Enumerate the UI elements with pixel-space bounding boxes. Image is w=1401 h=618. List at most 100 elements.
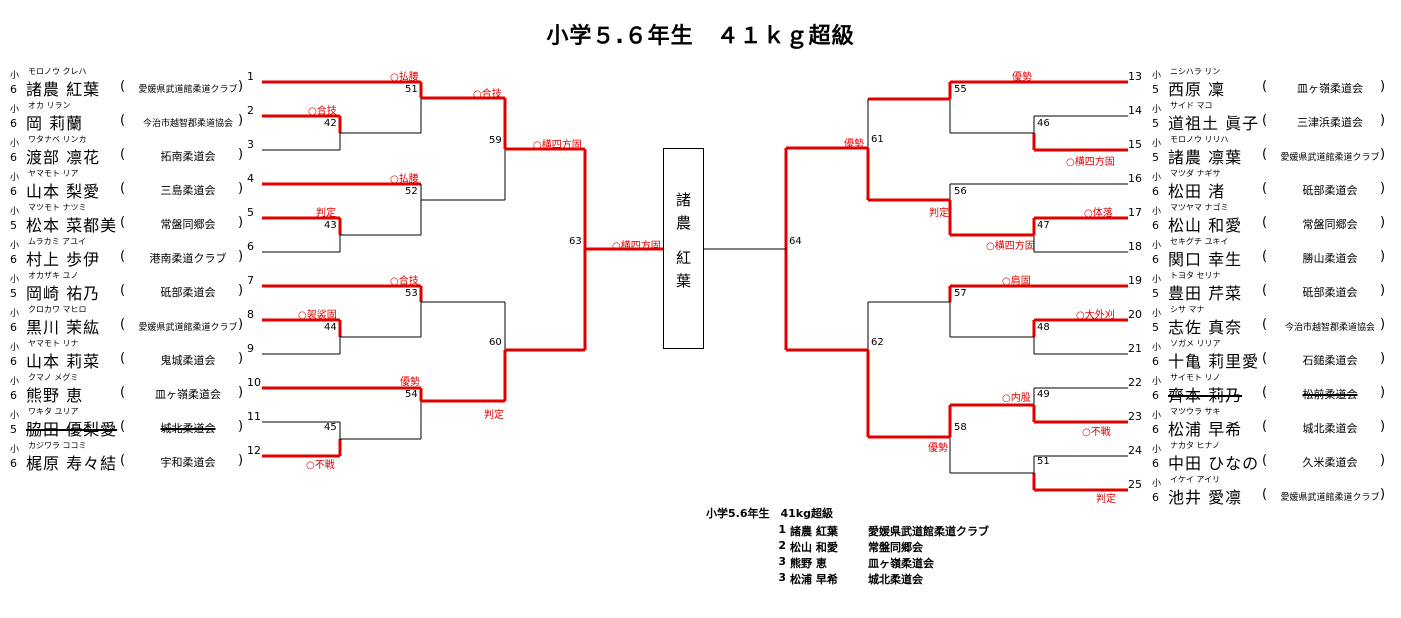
player-club: 石鎚柔道会 <box>1302 354 1358 367</box>
win-method-label: 判定 <box>1096 494 1116 505</box>
paren-open: ( <box>1262 419 1268 434</box>
school-level: 小 <box>1152 241 1162 251</box>
paren-close: ) <box>1380 317 1386 332</box>
match-number: 62 <box>871 337 884 348</box>
champion-char: 葉 <box>675 272 691 290</box>
player-club: 砥部柔道会 <box>1302 184 1358 197</box>
match-number: 64 <box>789 236 802 247</box>
player-kana: モロノウ リリハ <box>1170 135 1229 144</box>
win-method-label: ○合技 <box>390 276 419 287</box>
player-kana: ナカタ ヒナノ <box>1170 441 1221 450</box>
win-method-label: 判定 <box>929 208 949 219</box>
match-number: 60 <box>489 337 502 348</box>
player-club: 愛媛県武道館柔道クラブ <box>138 323 238 333</box>
seed-number: 4 <box>247 172 254 185</box>
player-name: 諸農 紅葉 <box>26 80 101 99</box>
paren-close: ) <box>238 113 244 128</box>
player-club: 砥部柔道会 <box>160 286 216 299</box>
paren-close: ) <box>1380 215 1386 230</box>
seed-number: 7 <box>247 274 254 287</box>
seed-number: 17 <box>1128 206 1142 219</box>
player-name: 松田 渚 <box>1168 182 1226 201</box>
result-name: 松浦 早希 <box>790 573 838 586</box>
player-name: 松本 菜都美 <box>26 216 118 235</box>
match-number: 47 <box>1037 220 1050 231</box>
player-name: 村上 歩伊 <box>26 250 101 269</box>
champion-box: 諸 農 紅 葉 <box>663 148 704 349</box>
seed-number: 19 <box>1128 274 1142 287</box>
player-club: 砥部柔道会 <box>1302 286 1358 299</box>
seed-number: 8 <box>247 308 254 321</box>
player-club: 三津浜柔道会 <box>1297 116 1363 129</box>
player-grade: 6 <box>10 83 17 96</box>
win-method-label: 判定 <box>316 208 336 219</box>
player-grade: 6 <box>10 185 17 198</box>
paren-close: ) <box>238 79 244 94</box>
win-method-label: ○横四方固 <box>533 140 582 151</box>
school-level: 小 <box>1152 343 1162 353</box>
match-number: 53 <box>405 288 418 299</box>
paren-open: ( <box>120 181 126 196</box>
champion-char: 紅 <box>675 249 691 267</box>
player-kana: カジワラ ココミ <box>28 441 87 450</box>
paren-open: ( <box>120 351 126 366</box>
player-name: 山本 梨愛 <box>26 182 101 201</box>
player-name: 松浦 早希 <box>1168 420 1243 439</box>
seed-number: 23 <box>1128 410 1142 423</box>
player-club: 城北柔道会 <box>1302 422 1358 435</box>
player-club: 常盤同郷会 <box>160 218 216 231</box>
paren-close: ) <box>238 249 244 264</box>
player-grade: 6 <box>1152 253 1159 266</box>
player-grade: 6 <box>1152 355 1159 368</box>
seed-number: 9 <box>247 342 254 355</box>
player-kana: オカザキ ユノ <box>28 271 79 280</box>
paren-open: ( <box>120 79 126 94</box>
player-kana: マツモト ナツミ <box>28 203 87 212</box>
player-kana: モロノウ クレハ <box>28 67 87 76</box>
school-level: 小 <box>10 173 20 183</box>
win-method-label: ○内股 <box>1002 393 1031 404</box>
match-number: 54 <box>405 389 418 400</box>
paren-close: ) <box>238 215 244 230</box>
paren-open: ( <box>120 113 126 128</box>
player-grade: 6 <box>1152 185 1159 198</box>
player-kana: マツダ ナギサ <box>1170 169 1221 178</box>
seed-number: 12 <box>247 444 261 457</box>
match-number: 63 <box>569 236 582 247</box>
champion-char: 農 <box>675 214 691 232</box>
player-kana: クロカワ マヒロ <box>28 305 87 314</box>
school-level: 小 <box>10 71 20 81</box>
player-club: 宇和柔道会 <box>160 456 216 469</box>
player-kana: トヨタ セリナ <box>1170 271 1221 280</box>
player-club: 皿ヶ嶺柔道会 <box>155 388 221 401</box>
win-method-label: ○大外刈 <box>1076 310 1115 321</box>
player-name: 中田 ひなの <box>1168 454 1260 473</box>
school-level: 小 <box>10 241 20 251</box>
player-kana: サイモト リノ <box>1170 373 1221 382</box>
seed-number: 20 <box>1128 308 1142 321</box>
player-club: 皿ヶ嶺柔道会 <box>1297 82 1363 95</box>
result-rank: 3 <box>778 571 786 584</box>
paren-open: ( <box>120 419 126 434</box>
player-kana: ヤマモト リア <box>28 169 79 178</box>
page-title: 小学５.６年生 ４１ｋｇ超級 <box>546 24 855 49</box>
player-kana: イケイ アイリ <box>1170 475 1220 484</box>
school-level: 小 <box>1152 479 1162 489</box>
result-club: 皿ヶ嶺柔道会 <box>868 557 934 570</box>
win-method-label: ○横四方固 <box>986 241 1035 252</box>
win-method-label: 優勢 <box>400 377 420 388</box>
paren-open: ( <box>1262 385 1268 400</box>
results-title: 小学5.6年生 41kg超級 <box>706 507 833 520</box>
player-club: 愛媛県武道館柔道クラブ <box>1280 493 1380 503</box>
player-grade: 6 <box>10 355 17 368</box>
player-name: 黒川 茉紘 <box>26 318 101 337</box>
seed-number: 5 <box>247 206 254 219</box>
player-grade: 6 <box>1152 423 1159 436</box>
seed-number: 22 <box>1128 376 1142 389</box>
paren-close: ) <box>1380 419 1386 434</box>
player-kana: ワキタ ユリア <box>28 407 79 416</box>
player-kana: サイド マコ <box>1170 101 1213 110</box>
